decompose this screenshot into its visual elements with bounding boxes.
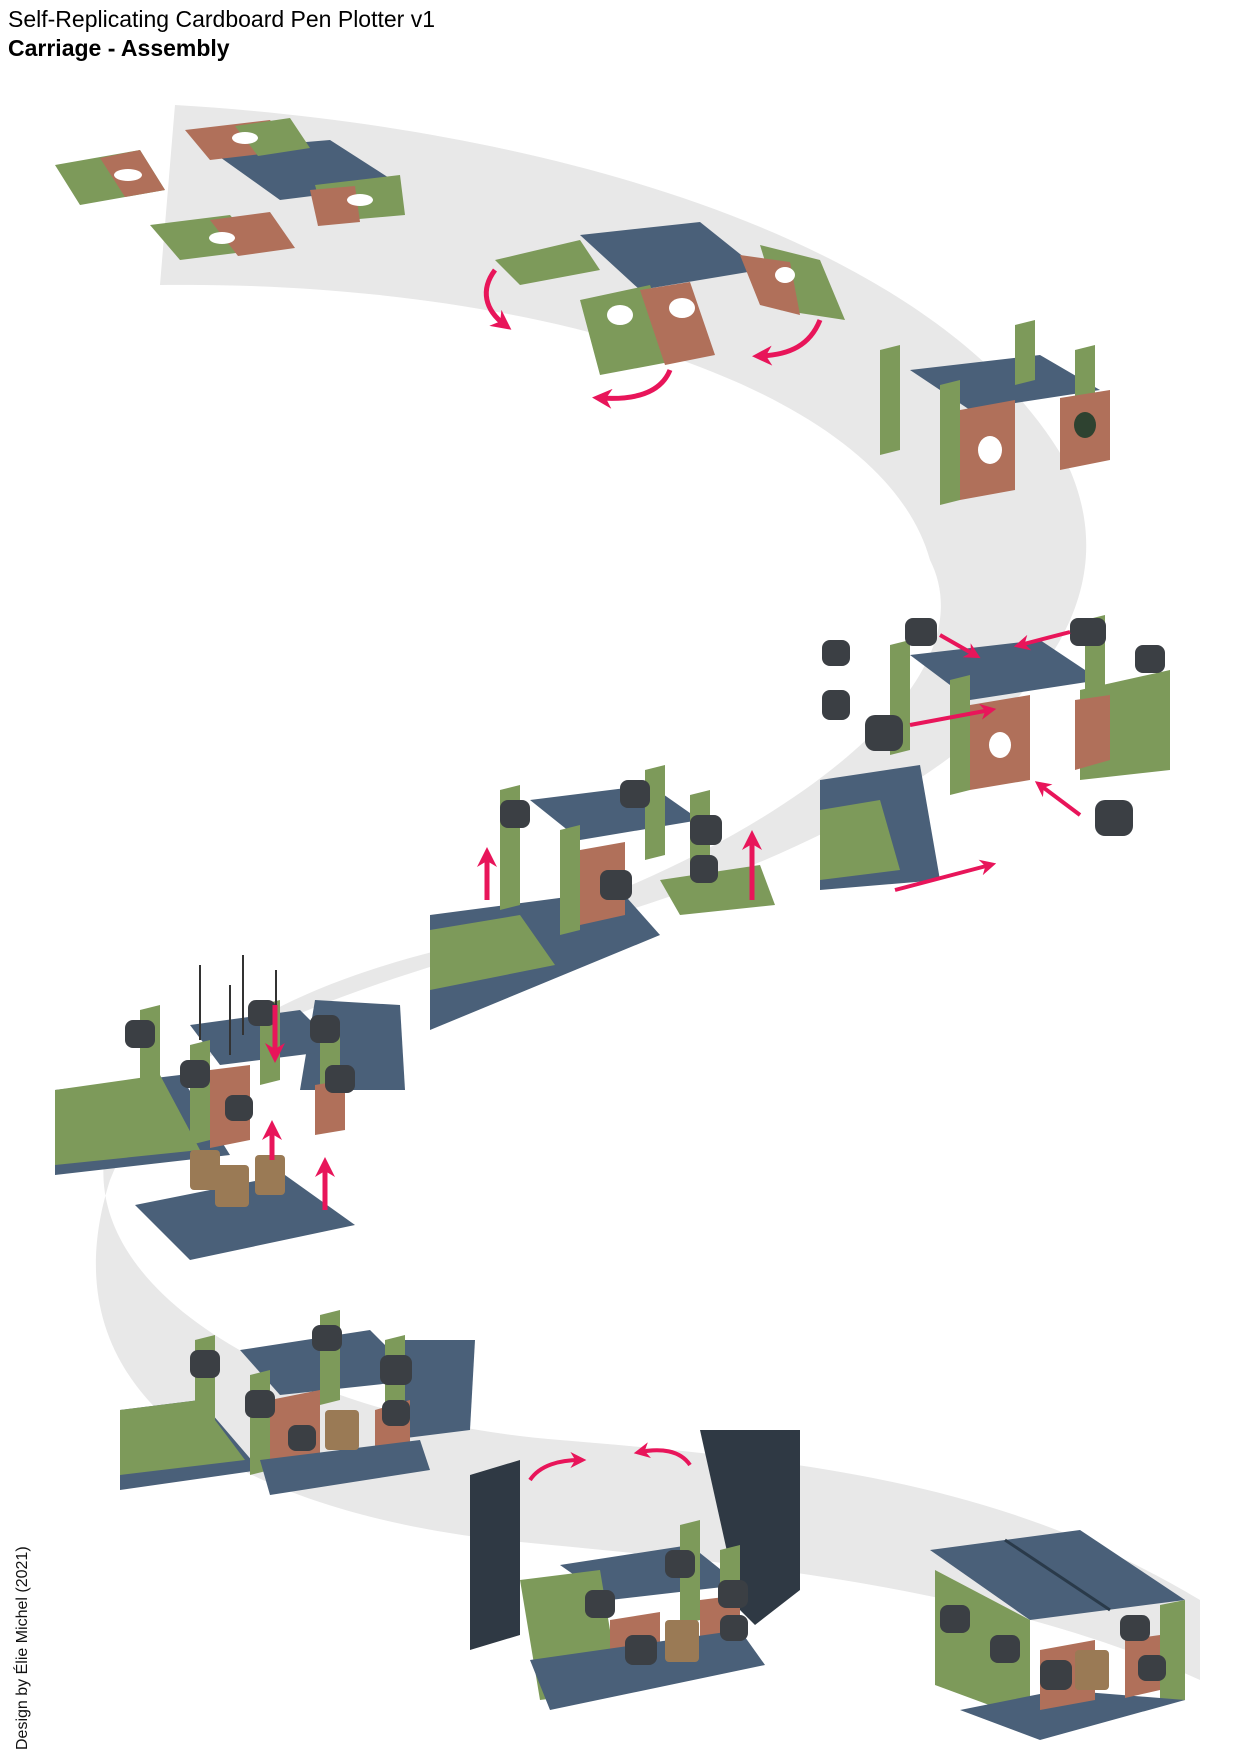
step-attach-side-covers bbox=[470, 1430, 800, 1710]
net-tab-copper bbox=[210, 212, 295, 256]
step-closed-carriage bbox=[930, 1530, 1185, 1740]
page-title: Self-Replicating Cardboard Pen Plotter v… bbox=[8, 6, 436, 32]
title-block: Self-Replicating Cardboard Pen Plotter v… bbox=[8, 4, 435, 62]
fold-arrow bbox=[483, 268, 512, 330]
step-insert-pins-spacers bbox=[55, 955, 405, 1260]
step-insert-bearings bbox=[820, 615, 1170, 892]
step-fold-tabs bbox=[483, 222, 845, 409]
step-mount-on-base bbox=[430, 765, 775, 1030]
step-flat-net bbox=[55, 118, 405, 260]
page-subtitle: Carriage - Assembly bbox=[8, 35, 230, 61]
step-folded-legs bbox=[880, 320, 1110, 505]
net-tab-copper bbox=[310, 186, 360, 226]
net-tab-green bbox=[235, 118, 310, 156]
guide-band bbox=[95, 105, 1200, 1680]
fold-arrow bbox=[752, 318, 823, 366]
fold-arrow bbox=[592, 368, 673, 409]
step-assembled-carriage bbox=[120, 1310, 475, 1495]
design-credit: Design by Élie Michel (2021) bbox=[14, 1546, 31, 1750]
